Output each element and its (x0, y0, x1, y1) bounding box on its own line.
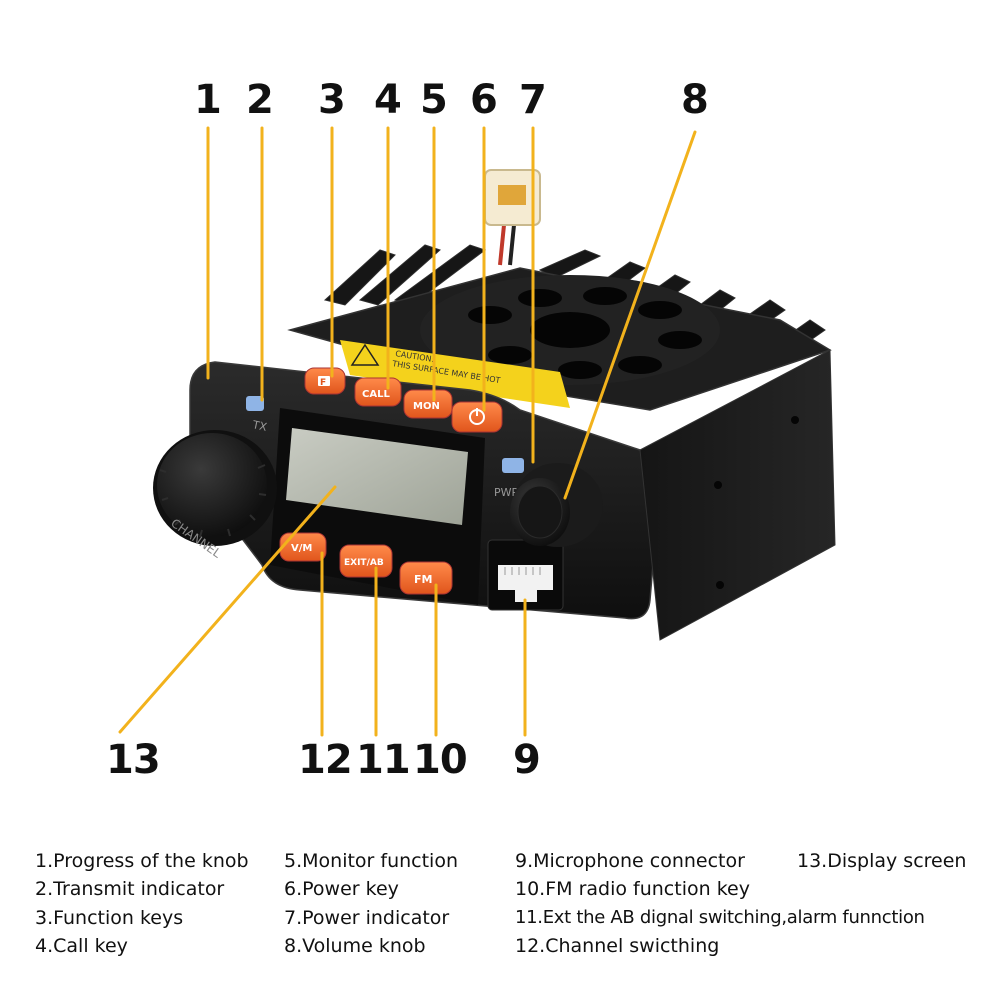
legend-item-1: 1.Progress of the knob (35, 850, 249, 872)
callout-7: 7 (519, 77, 547, 123)
callout-5: 5 (420, 77, 448, 123)
pwr-label: PWR (494, 486, 520, 499)
leader-lines (118, 126, 697, 737)
key-exit-label: EXIT/AB (344, 558, 384, 568)
key-f-label: F (320, 378, 326, 388)
legend-item-10: 10.FM radio function key (515, 878, 750, 900)
transmit-indicator (246, 396, 264, 411)
microphone-connector (487, 539, 564, 611)
legend-item-12: 12.Channel swicthing (515, 935, 720, 957)
tx-label: TX (250, 418, 268, 434)
key-power[interactable] (451, 401, 503, 433)
callout-8: 8 (681, 77, 709, 123)
callout-10: 10 (413, 737, 468, 783)
key-mon-label: MON (413, 401, 440, 412)
callout-12: 12 (298, 737, 353, 783)
callout-2: 2 (246, 77, 274, 123)
callout-1: 1 (194, 77, 222, 123)
display-screen (286, 428, 468, 525)
legend-item-6: 6.Power key (284, 878, 399, 900)
volume-knob[interactable] (510, 463, 603, 547)
legend-item-3: 3.Function keys (35, 907, 184, 929)
key-call[interactable]: CALL (354, 377, 402, 407)
legend-item-2: 2.Transmit indicator (35, 878, 225, 900)
key-fm[interactable]: FM (399, 561, 453, 595)
key-vm[interactable]: V/M (279, 532, 327, 562)
power-indicator (502, 458, 524, 473)
callout-4: 4 (374, 77, 402, 123)
legend-item-8: 8.Volume knob (284, 935, 426, 957)
legend-item-13: 13.Display screen (797, 850, 967, 872)
legend-item-11: 11.Ext the AB dignal switching,alarm fun… (515, 907, 925, 928)
channel-knob[interactable]: CHANNEL (153, 430, 277, 561)
legend-item-4: 4.Call key (35, 935, 128, 957)
callout-11: 11 (356, 737, 411, 783)
legend-item-7: 7.Power indicator (284, 907, 450, 929)
callout-13: 13 (106, 737, 161, 783)
key-mon[interactable]: MON (403, 389, 453, 419)
side-body (639, 349, 836, 641)
legend-item-5: 5.Monitor function (284, 850, 459, 872)
legend-item-9: 9.Microphone connector (515, 850, 745, 872)
key-fm-label: FM (414, 573, 432, 586)
callout-3: 3 (318, 77, 346, 123)
callout-9: 9 (513, 737, 541, 783)
key-exit-ab[interactable]: EXIT/AB (339, 544, 393, 578)
key-f[interactable]: F (304, 367, 346, 395)
speaker-grille (420, 275, 720, 385)
key-call-label: CALL (362, 389, 390, 400)
callout-6: 6 (470, 77, 498, 123)
key-vm-label: V/M (291, 543, 312, 554)
